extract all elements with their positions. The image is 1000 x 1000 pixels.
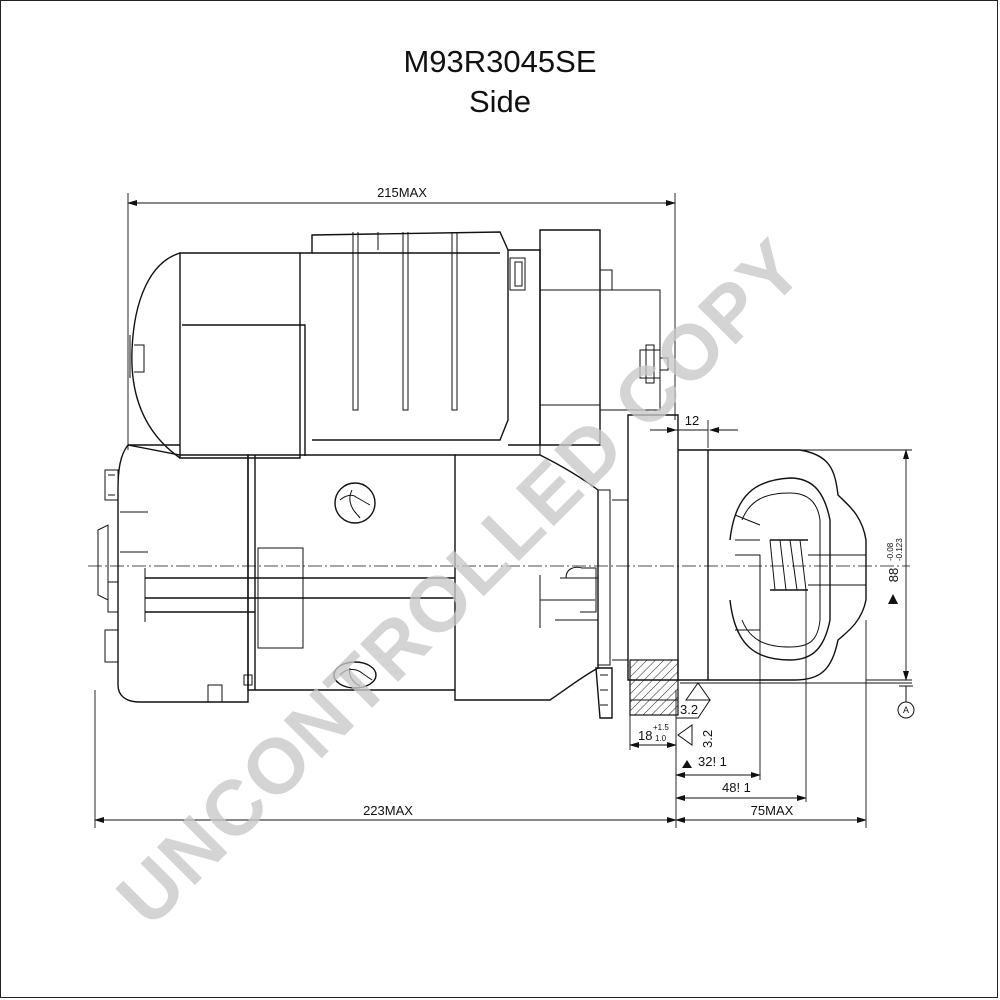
dim-pilot-tol-upper: -0.08 bbox=[886, 542, 895, 561]
part-number: M93R3045SE bbox=[403, 44, 597, 79]
dim-pilot-diameter: 88 bbox=[886, 568, 901, 582]
dim-overall-bottom: 223MAX bbox=[363, 803, 413, 818]
motor-body bbox=[97, 444, 613, 719]
datum-label: A bbox=[903, 705, 909, 715]
dim-flange-to-pinion-end: 48! 1 bbox=[722, 780, 751, 795]
watermark: UNCONTROLLED COPY bbox=[100, 221, 821, 942]
roughness-1: 3.2 bbox=[680, 702, 698, 717]
dim-boss: 18 bbox=[638, 728, 652, 743]
drive-nose bbox=[678, 449, 867, 681]
view-name: Side bbox=[468, 84, 532, 119]
dim-front-max: 75MAX bbox=[751, 803, 794, 818]
solenoid bbox=[129, 229, 669, 459]
title-block: M93R3045SE Side bbox=[0, 42, 1000, 122]
roughness-2: 3.2 bbox=[700, 730, 715, 748]
dim-boss-tol-lower: 1.0 bbox=[655, 734, 667, 743]
dim-flange-to-pinion: 32! 1 bbox=[698, 754, 727, 769]
dim-flange-thickness: 12 bbox=[685, 413, 699, 428]
dimensions: 215MAX 223MAX 75MAX 12 88 -0.08 -0.123 bbox=[94, 185, 915, 828]
dim-pilot-tol-lower: -0.123 bbox=[895, 538, 904, 561]
dim-boss-tol-upper: +1.5 bbox=[653, 723, 669, 732]
dim-overall-top: 215MAX bbox=[377, 185, 427, 200]
